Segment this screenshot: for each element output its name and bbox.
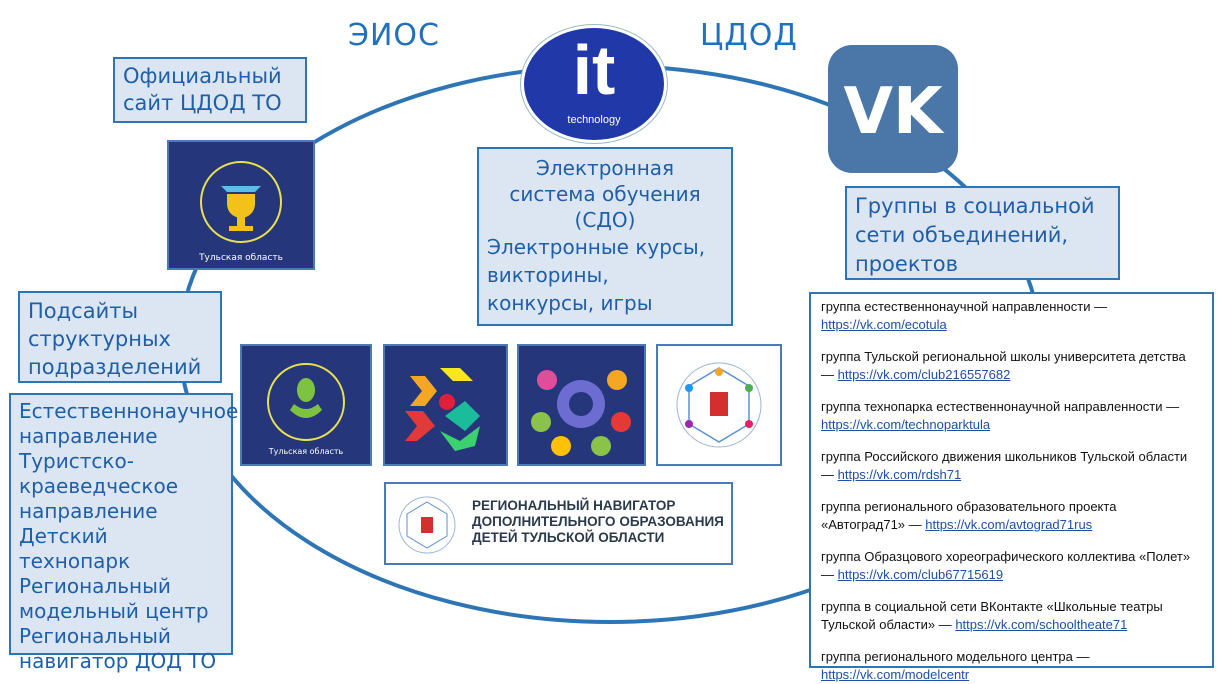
navigator-banner[interactable]: РЕГИОНАЛЬНЫЙ НАВИГАТОР ДОПОЛНИТЕЛЬНОГО О… xyxy=(384,482,733,565)
vk-groups-title: Группы в социальной сети объединений, пр… xyxy=(855,194,1095,276)
direction-item[interactable]: Региональный модельный центр xyxy=(19,574,209,623)
vk-group-description: группа естественнонаучной направленности… xyxy=(821,299,1108,314)
navigator-emblem-icon xyxy=(398,496,456,554)
vk-group-link[interactable]: https://vk.com/schooltheate71 xyxy=(955,617,1128,632)
vk-group-link[interactable]: https://vk.com/club67715619 xyxy=(837,567,1004,582)
vk-group-item: группа Российского движения школьников Т… xyxy=(821,448,1202,484)
courses-line: конкурсы, игры xyxy=(487,291,653,315)
vk-group-item: группа технопарка естественнонаучной нап… xyxy=(821,398,1202,434)
vk-group-link[interactable]: https://vk.com/club216557682 xyxy=(837,367,1011,382)
eios-title: ЭИОС xyxy=(348,18,440,53)
rdsh-logo[interactable] xyxy=(517,344,646,466)
directions-box: Естественнонаучное направление Туристско… xyxy=(9,393,239,673)
vk-group-description: группа регионального образовательного пр… xyxy=(821,499,1117,532)
sdo-box[interactable]: Электронная система обучения (СДО) Элект… xyxy=(477,147,733,326)
vk-group-description: группа Российского движения школьников Т… xyxy=(821,449,1188,482)
it-logo-subtext: technology xyxy=(567,114,621,126)
vk-group-item: группа регионального образовательного пр… xyxy=(821,498,1202,534)
direction-item[interactable]: Региональный навигатор ДОД ТО xyxy=(19,624,217,673)
cdod-title: ЦДОД xyxy=(700,18,798,53)
vk-group-link[interactable]: https://vk.com/avtograd71rus xyxy=(925,517,1093,532)
sdo-title-line: система обучения xyxy=(509,182,701,206)
vk-group-link[interactable]: https://vk.com/technoparktula xyxy=(821,417,991,432)
subsites-box[interactable]: Подсайты структурных подразделений xyxy=(18,291,222,383)
direction-item[interactable]: Туристско-краеведческое направление xyxy=(19,449,178,523)
courses-line: викторины, xyxy=(487,263,609,287)
official-site-box[interactable]: Официальный сайт ЦДОД ТО xyxy=(113,57,307,123)
vk-group-description: группа технопарка естественнонаучной нап… xyxy=(821,399,1180,414)
vk-group-description: группа Образцового хореографического кол… xyxy=(821,549,1191,582)
technopark-logo[interactable] xyxy=(383,344,508,466)
vk-group-item: группа Тульской региональной школы униве… xyxy=(821,348,1202,384)
sdo-title-line: (СДО) xyxy=(574,208,636,232)
official-site-label: Официальный сайт ЦДОД ТО xyxy=(123,64,282,115)
svg-text:VK: VK xyxy=(843,75,945,149)
it-technology-logo: it technology xyxy=(521,25,667,143)
cdod-emblem-logo[interactable]: Тульская область xyxy=(167,140,315,270)
cdod-emblem-region: Тульская область xyxy=(198,253,283,263)
vk-group-link[interactable]: https://vk.com/ecotula xyxy=(821,317,947,332)
navigator-title-line: ДОПОЛНИТЕЛЬНОГО ОБРАЗОВАНИЯ xyxy=(472,514,724,529)
vk-group-link[interactable]: https://vk.com/rdsh71 xyxy=(837,467,962,482)
courses-line: Электронные курсы, xyxy=(487,235,706,259)
eco-logo-region: Тульская область xyxy=(268,447,344,456)
navigator-title-line: ДЕТЕЙ ТУЛЬСКОЙ ОБЛАСТИ xyxy=(472,530,665,545)
direction-item[interactable]: Детский технопарк xyxy=(19,524,131,573)
vk-group-item: группа Образцового хореографического кол… xyxy=(821,548,1202,584)
subsites-label: Подсайты структурных подразделений xyxy=(28,299,202,379)
vk-group-description: группа Тульской региональной школы униве… xyxy=(821,349,1186,382)
vk-group-item: группа регионального модельного центра —… xyxy=(821,648,1202,684)
vk-group-link[interactable]: https://vk.com/modelcentr xyxy=(821,667,970,682)
model-center-logo[interactable] xyxy=(656,344,782,466)
it-logo-text: it xyxy=(572,31,616,109)
sdo-title-line: Электронная xyxy=(535,156,675,180)
navigator-title-line: РЕГИОНАЛЬНЫЙ НАВИГАТОР xyxy=(472,498,676,513)
vk-groups-title-box: Группы в социальной сети объединений, пр… xyxy=(845,186,1120,280)
vk-logo-icon[interactable]: VK xyxy=(828,45,958,173)
vk-group-item: группа естественнонаучной направленности… xyxy=(821,298,1202,334)
direction-item[interactable]: Естественнонаучное направление xyxy=(19,399,239,448)
vk-group-description: группа регионального модельного центра — xyxy=(821,649,1090,664)
eco-department-logo[interactable]: Тульская область xyxy=(240,344,372,466)
vk-group-description: группа в социальной сети ВКонтакте «Школ… xyxy=(821,599,1163,632)
vk-groups-list: группа естественнонаучной направленности… xyxy=(809,292,1214,682)
vk-group-item: группа в социальной сети ВКонтакте «Школ… xyxy=(821,598,1202,634)
